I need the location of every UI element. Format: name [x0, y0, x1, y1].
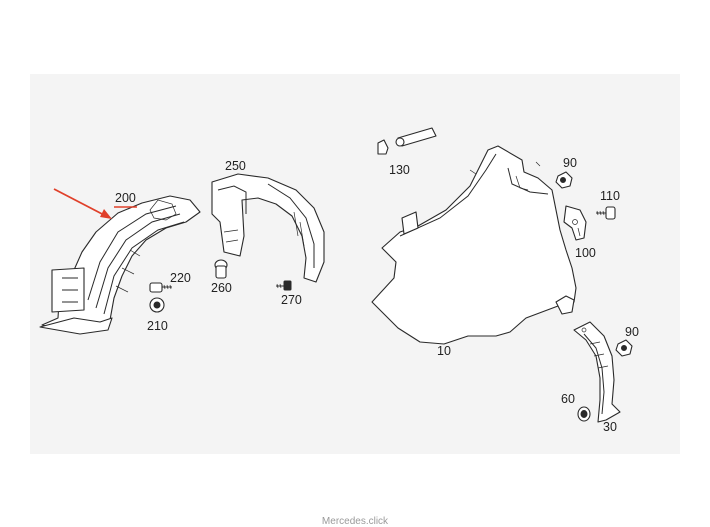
svg-text:200: 200 [115, 191, 136, 205]
clip-nut-210[interactable] [149, 297, 165, 313]
nut-90-lower[interactable] [615, 339, 633, 357]
callout-270[interactable]: 270 [281, 293, 302, 307]
callout-250[interactable]: 250 [225, 159, 246, 173]
wheel-arch-liner-200[interactable] [39, 195, 201, 335]
watermark-text: Mercedes.click [321, 516, 389, 527]
callout-90-lower[interactable]: 90 [625, 325, 639, 339]
callout-30[interactable]: 30 [603, 420, 617, 434]
grommet-60[interactable] [577, 406, 591, 422]
callout-130[interactable]: 130 [389, 163, 410, 177]
callout-100[interactable]: 100 [575, 246, 596, 260]
callout-200[interactable]: 200 [114, 191, 137, 208]
callout-10[interactable]: 10 [437, 344, 451, 358]
screw-220[interactable] [149, 282, 172, 293]
callout-220[interactable]: 220 [170, 271, 191, 285]
diagram-panel [30, 74, 680, 454]
bolt-110[interactable] [596, 206, 616, 220]
callout-60[interactable]: 60 [561, 392, 575, 406]
liner-section-250[interactable] [211, 173, 325, 283]
bracket-100[interactable] [563, 205, 587, 241]
rivet-260[interactable] [214, 259, 228, 279]
front-fender-10[interactable] [371, 145, 577, 345]
arch-trim-30[interactable] [573, 321, 621, 423]
screw-270[interactable] [276, 280, 292, 291]
nut-90-upper[interactable] [555, 171, 573, 189]
callout-210[interactable]: 210 [147, 319, 168, 333]
callout-90-upper[interactable]: 90 [563, 156, 577, 170]
callout-110[interactable]: 110 [600, 189, 620, 203]
callout-260[interactable]: 260 [211, 281, 232, 295]
bump-stop-130[interactable] [377, 127, 437, 155]
highlight-arrow [53, 188, 112, 219]
